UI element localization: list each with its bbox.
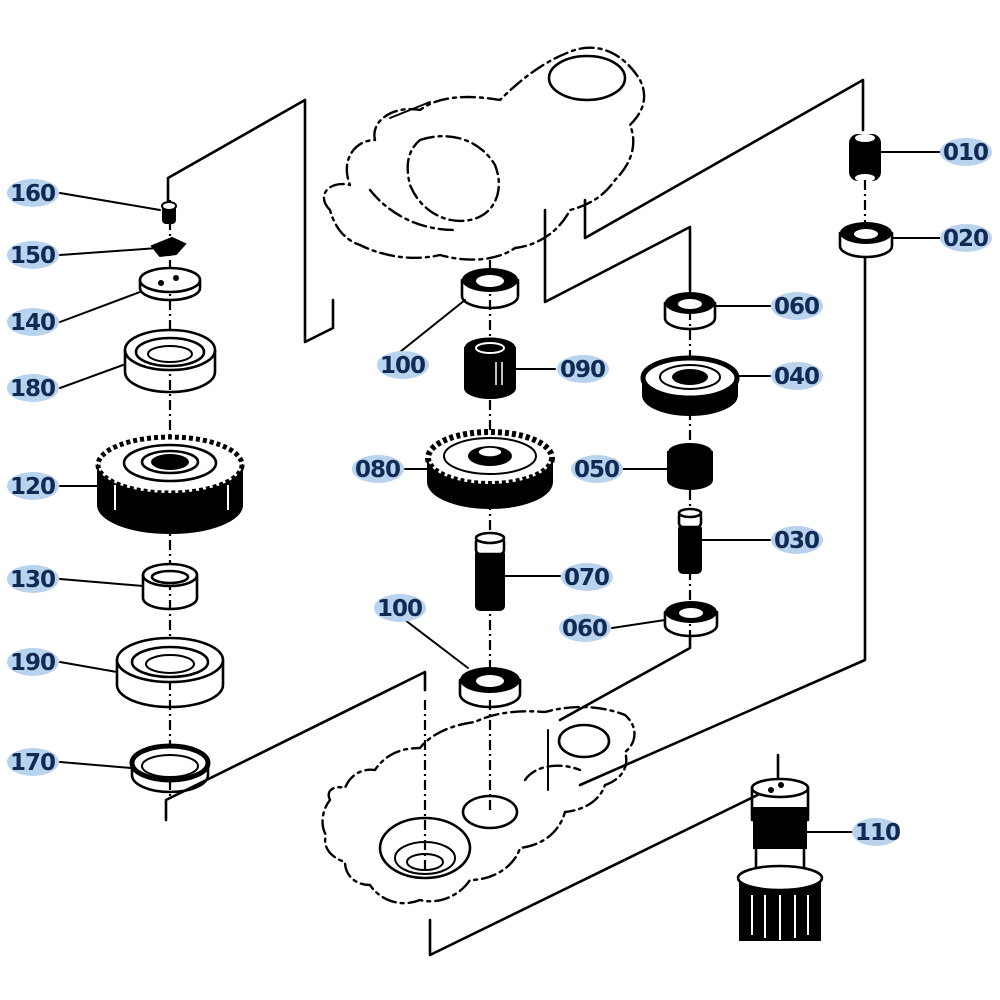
callout-100-upper[interactable]: 100 (377, 351, 429, 379)
callout-label-030: 030 (774, 528, 819, 554)
lower-case-right-bore (557, 723, 611, 759)
callout-label-020: 020 (943, 226, 988, 252)
guide-line-right (578, 256, 867, 787)
callout-120[interactable]: 120 (7, 472, 59, 500)
callout-label-010: 010 (943, 140, 988, 166)
lower-gear-case (321, 700, 636, 905)
callout-label-040: 040 (774, 364, 819, 390)
callout-label-150: 150 (10, 243, 55, 269)
callout-label-190: 190 (10, 650, 55, 676)
upper-case-bore (547, 54, 627, 102)
callout-label-170: 170 (10, 750, 55, 776)
callout-050[interactable]: 050 (571, 455, 623, 483)
callout-180[interactable]: 180 (7, 374, 59, 402)
callout-020[interactable]: 020 (940, 224, 992, 252)
callout-110[interactable]: 110 (852, 818, 901, 846)
left-stack (95, 200, 245, 800)
callout-060-upper[interactable]: 060 (771, 292, 823, 320)
part-010-pinion-shaft (849, 134, 881, 182)
callout-150[interactable]: 150 (7, 241, 59, 269)
callout-label-180: 180 (10, 376, 55, 402)
callout-label-060-lower: 060 (562, 616, 607, 642)
part-090-splined-collar (464, 337, 516, 399)
guide-line-center (543, 208, 692, 304)
callout-label-050: 050 (574, 457, 619, 483)
callout-030[interactable]: 030 (771, 526, 823, 554)
part-070-shaft (474, 531, 506, 611)
callout-140[interactable]: 140 (7, 308, 59, 336)
callout-190[interactable]: 190 (7, 648, 59, 676)
part-060-bearing-lower (663, 601, 719, 638)
part-050-splined-collar (667, 443, 713, 490)
right-center-stack (640, 290, 740, 640)
right-stack (838, 134, 894, 259)
part-170-oil-seal (129, 743, 211, 794)
guide-line-left-bottom (164, 670, 427, 822)
callout-100-lower[interactable]: 100 (374, 594, 426, 622)
callout-label-110: 110 (855, 820, 900, 846)
part-060-bearing-upper (663, 292, 717, 331)
callout-070[interactable]: 070 (561, 563, 613, 591)
callout-label-070: 070 (564, 565, 609, 591)
part-020-bearing (838, 222, 894, 259)
lower-case-main-bore (378, 816, 472, 880)
callout-label-090: 090 (560, 357, 605, 383)
part-130-collar (141, 562, 199, 611)
callout-label-100-lower: 100 (377, 596, 422, 622)
callout-label-080: 080 (355, 457, 400, 483)
callout-label-060-upper: 060 (774, 294, 819, 320)
callout-090[interactable]: 090 (557, 355, 609, 383)
guide-line-bottom (428, 753, 780, 957)
part-180-bearing (123, 328, 217, 394)
callout-130[interactable]: 130 (7, 565, 59, 593)
guide-line-right-top (583, 78, 865, 240)
part-100-bearing-lower (458, 667, 522, 709)
callout-040[interactable]: 040 (771, 362, 823, 390)
part-040-gear (640, 355, 740, 416)
part-100-bearing-upper (460, 268, 520, 310)
center-stack (425, 260, 555, 709)
callout-label-140: 140 (10, 310, 55, 336)
part-190-bearing (115, 636, 225, 709)
assembly-guide-lines (164, 78, 867, 957)
part-030-shaft (677, 507, 703, 574)
part-110-pinion-shaft (736, 777, 824, 941)
callout-060-lower[interactable]: 060 (559, 614, 611, 642)
callout-160[interactable]: 160 (7, 179, 59, 207)
callout-label-160: 160 (10, 181, 55, 207)
part-120-gear (95, 434, 245, 534)
callout-label-100-upper: 100 (380, 353, 425, 379)
part-150-lock-plate (150, 236, 187, 258)
upper-gear-case (322, 46, 646, 261)
part-160-bolt (161, 201, 177, 224)
callout-label-130: 130 (10, 567, 55, 593)
part-080-gear (425, 429, 555, 509)
guide-line-060-down (558, 636, 692, 722)
guide-line-left-top (166, 98, 335, 344)
callout-080[interactable]: 080 (352, 455, 404, 483)
part-140-washer (138, 266, 202, 302)
callout-170[interactable]: 170 (7, 748, 59, 776)
leader-lines (59, 151, 941, 833)
callout-010[interactable]: 010 (940, 138, 992, 166)
callout-label-120: 120 (10, 474, 55, 500)
